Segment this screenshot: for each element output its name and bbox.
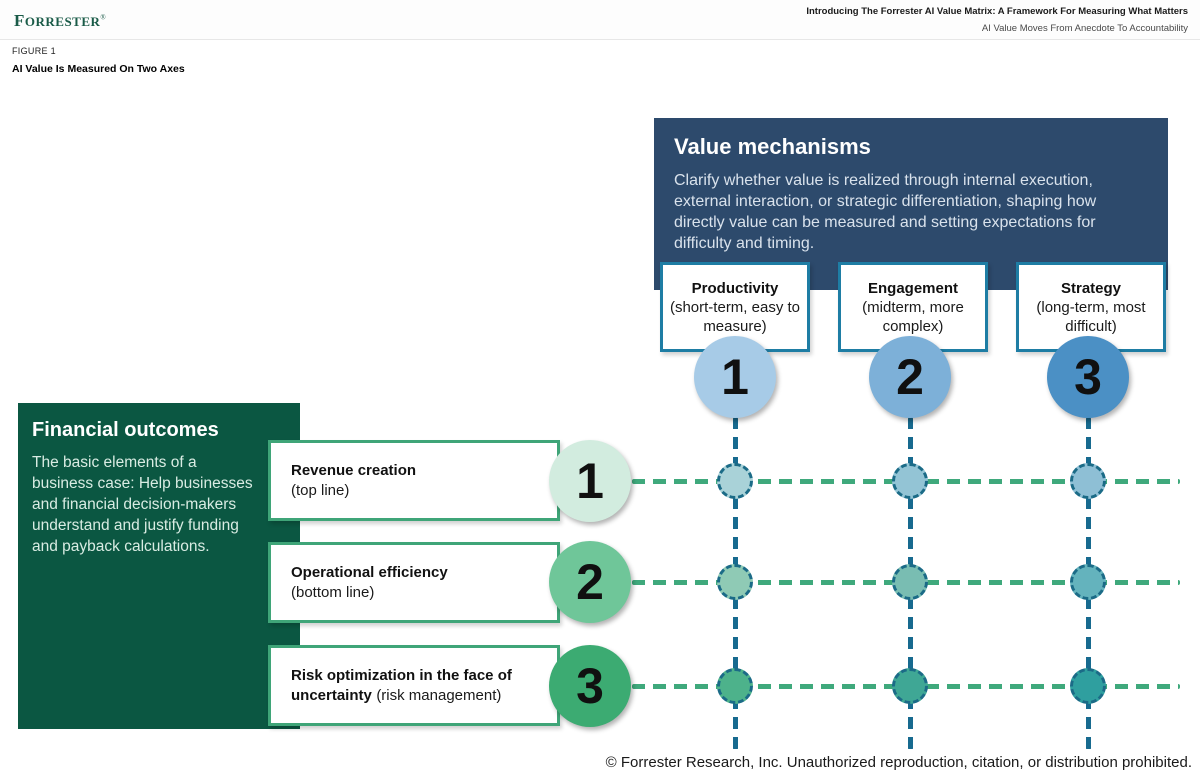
column-label: Engagement <box>867 279 958 297</box>
row-number-circle-3: 3 <box>549 645 631 727</box>
copyright-notice: © Forrester Research, Inc. Unauthorized … <box>605 754 1192 771</box>
column-box-strategy: Strategy (long-term, most difficult) <box>1016 262 1166 352</box>
report-header: FORRESTER® Introducing The Forrester AI … <box>0 0 1200 40</box>
matrix-dot-r2c2 <box>892 564 928 600</box>
matrix-dot-r3c2 <box>892 668 928 704</box>
value-mechanisms-title: Value mechanisms <box>674 134 871 159</box>
column-number-circle-3: 3 <box>1047 336 1129 418</box>
row-box-risk-optimization: Risk optimization in the face of uncerta… <box>268 645 560 726</box>
value-mechanisms-description: Clarify whether value is realized throug… <box>674 172 1097 252</box>
column-sublabel: (midterm, more complex) <box>862 298 964 335</box>
matrix-dot-r3c3 <box>1070 668 1106 704</box>
value-mechanisms-panel: Value mechanisms Clarify whether value i… <box>654 118 1168 290</box>
figure-label: FIGURE 1 <box>12 46 56 56</box>
row-label: Risk optimization in the face of uncerta… <box>291 666 512 704</box>
matrix-dot-r1c1 <box>717 463 753 499</box>
matrix-dot-r2c3 <box>1070 564 1106 600</box>
column-label: Productivity <box>691 279 779 297</box>
row-number-circle-1: 1 <box>549 440 631 522</box>
financial-outcomes-panel: Financial outcomes The basic elements of… <box>18 403 300 729</box>
row-label: Operational efficiency <box>291 563 448 581</box>
column-sublabel: (short-term, easy to measure) <box>669 298 801 335</box>
row-number-circle-2: 2 <box>549 541 631 623</box>
matrix-dot-r1c3 <box>1070 463 1106 499</box>
column-number-circle-1: 1 <box>694 336 776 418</box>
report-subtitle: AI Value Moves From Anecdote To Accounta… <box>981 23 1188 34</box>
financial-outcomes-title: Financial outcomes <box>32 419 219 441</box>
column-sublabel: (long-term, most difficult) <box>1036 298 1146 335</box>
figure-title: AI Value Is Measured On Two Axes <box>12 63 185 75</box>
header-right: Introducing The Forrester AI Value Matri… <box>806 5 1188 36</box>
matrix-dot-r3c1 <box>717 668 753 704</box>
registered-mark-icon: ® <box>100 13 107 22</box>
logo-letter: F <box>14 11 25 30</box>
row-sublabel: (risk management) <box>376 686 502 704</box>
logo-text: ORRESTER <box>24 14 101 29</box>
row-label: Revenue creation <box>291 461 417 479</box>
row-sublabel: (top line) <box>291 481 350 499</box>
matrix-dot-r1c2 <box>892 463 928 499</box>
column-label: Strategy <box>1060 279 1122 297</box>
financial-outcomes-description: The basic elements of a business case: H… <box>32 454 253 555</box>
forrester-logo: FORRESTER® <box>14 11 106 31</box>
matrix-dot-r2c1 <box>717 564 753 600</box>
row-box-operational-efficiency: Operational efficiency (bottom line) <box>268 542 560 623</box>
column-number-circle-2: 2 <box>869 336 951 418</box>
row-label-group: Risk optimization in the face of uncerta… <box>291 666 543 706</box>
column-box-engagement: Engagement (midterm, more complex) <box>838 262 988 352</box>
report-title: Introducing The Forrester AI Value Matri… <box>806 6 1188 17</box>
row-sublabel: (bottom line) <box>291 583 375 601</box>
row-box-revenue-creation: Revenue creation (top line) <box>268 440 560 521</box>
